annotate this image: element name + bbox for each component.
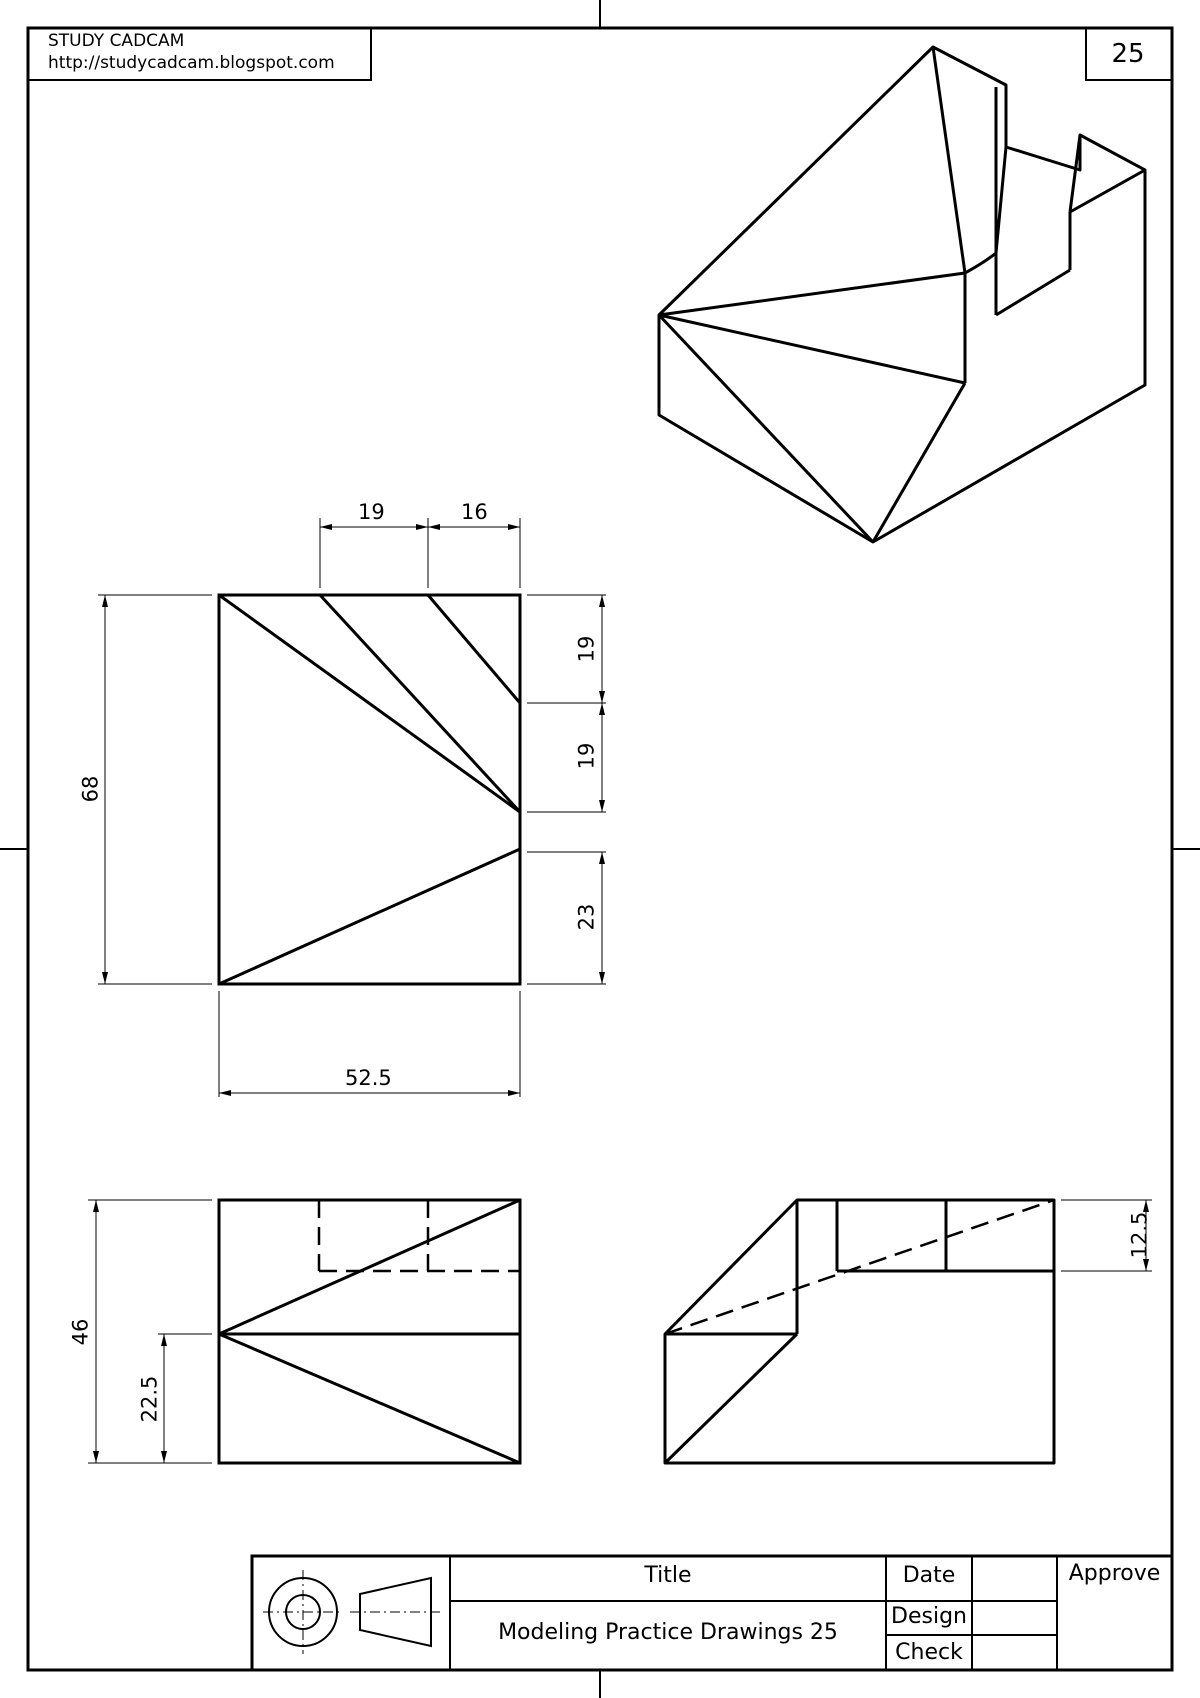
page-number: 25 — [1111, 39, 1145, 69]
top-view — [217, 593, 522, 986]
side-view — [663, 1198, 1056, 1465]
header-text: STUDY CADCAM http://studycadcam.blogspot… — [48, 30, 335, 74]
dim-right-23: 23 — [574, 903, 599, 931]
page-number-box — [1085, 27, 1173, 81]
dim-front-22-5: 22.5 — [137, 1375, 162, 1423]
title-label: Title — [644, 1563, 692, 1588]
check-label: Check — [895, 1640, 963, 1665]
date-label: Date — [902, 1563, 956, 1588]
design-label: Design — [891, 1604, 967, 1629]
isometric-view — [657, 45, 1147, 544]
header-box — [27, 27, 372, 81]
dim-top-19: 19 — [358, 500, 385, 524]
title-value: Modeling Practice Drawings 25 — [498, 1620, 838, 1645]
front-view — [217, 1198, 522, 1465]
dim-left-68: 68 — [78, 775, 103, 803]
dim-bottom-52-5: 52.5 — [345, 1066, 392, 1090]
dimension-lines — [88, 518, 1152, 1464]
dim-right-19a: 19 — [574, 635, 599, 663]
blog-url[interactable]: http://studycadcam.blogspot.com — [48, 53, 335, 73]
dimension-arrows — [93, 524, 1149, 1463]
projection-symbol-icon — [263, 1570, 442, 1654]
sheet-border — [26, 26, 1174, 1672]
dim-front-46: 46 — [68, 1318, 93, 1346]
side-view-hidden — [664, 1198, 1055, 1336]
title-block-grid — [250, 1554, 1174, 1672]
dim-top-16: 16 — [461, 500, 488, 524]
approve-label: Approve — [1068, 1561, 1161, 1586]
front-view-hidden — [317, 1200, 520, 1273]
dim-side-12-5: 12.5 — [1127, 1211, 1152, 1259]
brand-name: STUDY CADCAM — [48, 31, 185, 51]
dim-right-19b: 19 — [574, 742, 599, 770]
